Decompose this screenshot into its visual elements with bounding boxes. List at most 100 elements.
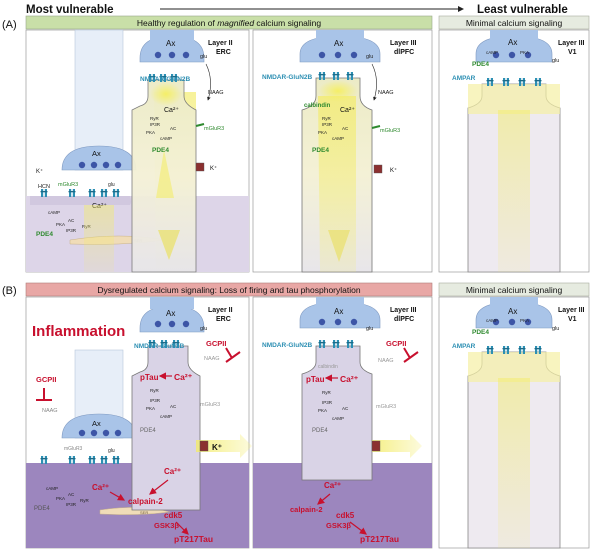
- panel-a-banner-left-text: Healthy regulation of magnified calcium …: [137, 18, 322, 28]
- nmdar-label: NMDAR-GluN2B: [262, 342, 312, 349]
- glu-low-label: glu: [108, 448, 115, 454]
- gcpii-label: GCPII: [386, 339, 406, 348]
- gsk-label: GSK3β: [154, 521, 179, 530]
- ax-top-label: Ax: [166, 309, 175, 318]
- region-label: V1: [568, 316, 577, 323]
- nmdar-label: NMDAR-GluN2B: [140, 76, 190, 83]
- glu-label: glu: [552, 326, 559, 332]
- glu-label: glu: [552, 58, 559, 64]
- ac-label: AC: [170, 404, 177, 409]
- naag-label: NAAG: [378, 90, 394, 96]
- calpain-label: calpain-2: [128, 497, 163, 506]
- nmdar-label: NMDAR-GluN2B: [134, 343, 184, 350]
- pde4-low-label: PDE4: [34, 506, 50, 512]
- k-label: K⁺: [212, 443, 222, 452]
- ax-label: Ax: [508, 307, 517, 316]
- ca-low-label: Ca²⁺: [324, 481, 341, 490]
- ca-top-label: Ca²⁺: [174, 372, 193, 382]
- glu-top-label: glu: [200, 54, 207, 60]
- region-label: dlPFC: [394, 316, 414, 323]
- ampar-label: AMPAR: [452, 343, 476, 350]
- panel-a-banner-left: [25, 15, 433, 30]
- region-label: ERC: [216, 49, 231, 56]
- inflammation-label: Inflammation: [32, 323, 125, 340]
- ca-mid-label: Ca²⁺: [164, 467, 181, 476]
- ac-low-label: AC: [68, 492, 75, 497]
- naag-label: NAAG: [378, 358, 394, 364]
- pde4-label: PDE4: [312, 147, 329, 154]
- pka-label: PKA: [56, 222, 65, 227]
- camp-label: cAMP: [332, 416, 344, 421]
- hcn-label: HCN: [38, 184, 50, 190]
- ax-top-label: Ax: [166, 39, 175, 48]
- ip3r-low-label: IP3R: [66, 502, 77, 507]
- region-label: ERC: [216, 316, 231, 323]
- glu-label: glu: [108, 182, 115, 188]
- ryr-label: RyR: [150, 388, 159, 393]
- ip3r-label: IP3R: [150, 398, 161, 403]
- pka-top-label: PKA: [146, 130, 155, 135]
- gcpii-top-label: GCPII: [206, 339, 226, 348]
- ip3r-label: IP3R: [322, 122, 333, 127]
- pde4-label: PDE4: [140, 428, 156, 434]
- pka-label: PKA: [520, 318, 529, 323]
- ser-label: SER: [140, 510, 148, 515]
- camp-top-label: cAMP: [160, 136, 172, 141]
- camp-label: cAMP: [332, 136, 344, 141]
- camp-label: cAMP: [486, 318, 498, 323]
- camp-label: cAMP: [486, 50, 498, 55]
- panel-a-banner-right: [438, 15, 590, 30]
- most-vulnerable-label: Most vulnerable: [26, 4, 114, 16]
- panel-a-banner-right-text: Minimal calcium signaling: [466, 18, 563, 28]
- gsk-label: GSK3β: [326, 521, 351, 530]
- ampar-label: AMPAR: [452, 75, 476, 82]
- glu-label: glu: [200, 326, 207, 332]
- ryr-low-label: RyR: [80, 498, 89, 503]
- ac-label: AC: [342, 126, 349, 131]
- ip3r-label: IP3R: [66, 228, 77, 233]
- calpain-label: calpain-2: [290, 505, 323, 514]
- camp-label: cAMP: [48, 210, 60, 215]
- mglur3-low-label: mGluR3: [64, 446, 83, 452]
- ptau-label: pTau: [306, 375, 325, 384]
- pka-label: PKA: [520, 50, 529, 55]
- calbindin-label: calbindin: [304, 103, 331, 109]
- region-label: dlPFC: [394, 49, 414, 56]
- ip3r-top-label: IP3R: [150, 122, 161, 127]
- least-vulnerable-label: Least vulnerable: [477, 4, 568, 16]
- gcpii-left-label: GCPII: [36, 375, 56, 384]
- panel-b-banner-right-text: Minimal calcium signaling: [466, 285, 563, 295]
- pka-label: PKA: [318, 130, 327, 135]
- ax-label: Ax: [508, 38, 517, 47]
- dendritic-spine: [131, 345, 201, 511]
- layer-label: Layer III: [390, 40, 417, 47]
- panel-b-erc-column: Inflammation Ax GCPII NAAG mGluR3 glu cA…: [25, 296, 252, 549]
- nmdar-label: NMDAR-GluN2B: [262, 74, 312, 81]
- calbindin-label: calbindin: [318, 364, 338, 370]
- k-label: K⁺: [36, 168, 43, 175]
- panel-a-dlpfc-column: Ax NMDAR-GluN2B glu NAAG Layer III dlPFC…: [252, 29, 433, 273]
- panel-b-v1-column: Ax cAMP PKA PDE4 glu AMPAR Layer III V1: [438, 296, 590, 549]
- panel-b-banner-right: [438, 282, 590, 297]
- panel-b-dlpfc-column: Ax NMDAR-GluN2B Layer III dlPFC GCPII NA…: [252, 296, 433, 549]
- ax-label: Ax: [92, 419, 101, 428]
- ryr-top-label: RyR: [150, 116, 159, 121]
- pde4-top-label: PDE4: [152, 147, 169, 154]
- panel-a-v1-column: Ax cAMP PKA PDE4 glu AMPAR Layer III V1: [438, 29, 590, 273]
- k-label: K⁺: [390, 167, 397, 174]
- mglur3-label: mGluR3: [200, 402, 220, 408]
- ac-label: AC: [342, 406, 349, 411]
- ptau-label: pTau: [140, 373, 159, 382]
- mglur3-label: mGluR3: [58, 182, 78, 188]
- glu-label: glu: [366, 326, 373, 332]
- pde4-label: PDE4: [36, 231, 53, 238]
- panel-b-banner-left-text: Dysregulated calcium signaling: Loss of …: [97, 285, 360, 295]
- ryr-label: RyR: [322, 390, 331, 395]
- ax-label: Ax: [92, 149, 101, 158]
- k-top-label: K⁺: [210, 165, 217, 172]
- ip3r-label: IP3R: [322, 400, 333, 405]
- ac-label: AC: [68, 218, 75, 223]
- pt217-label: pT217Tau: [174, 534, 213, 544]
- dendritic-spine: [301, 345, 373, 481]
